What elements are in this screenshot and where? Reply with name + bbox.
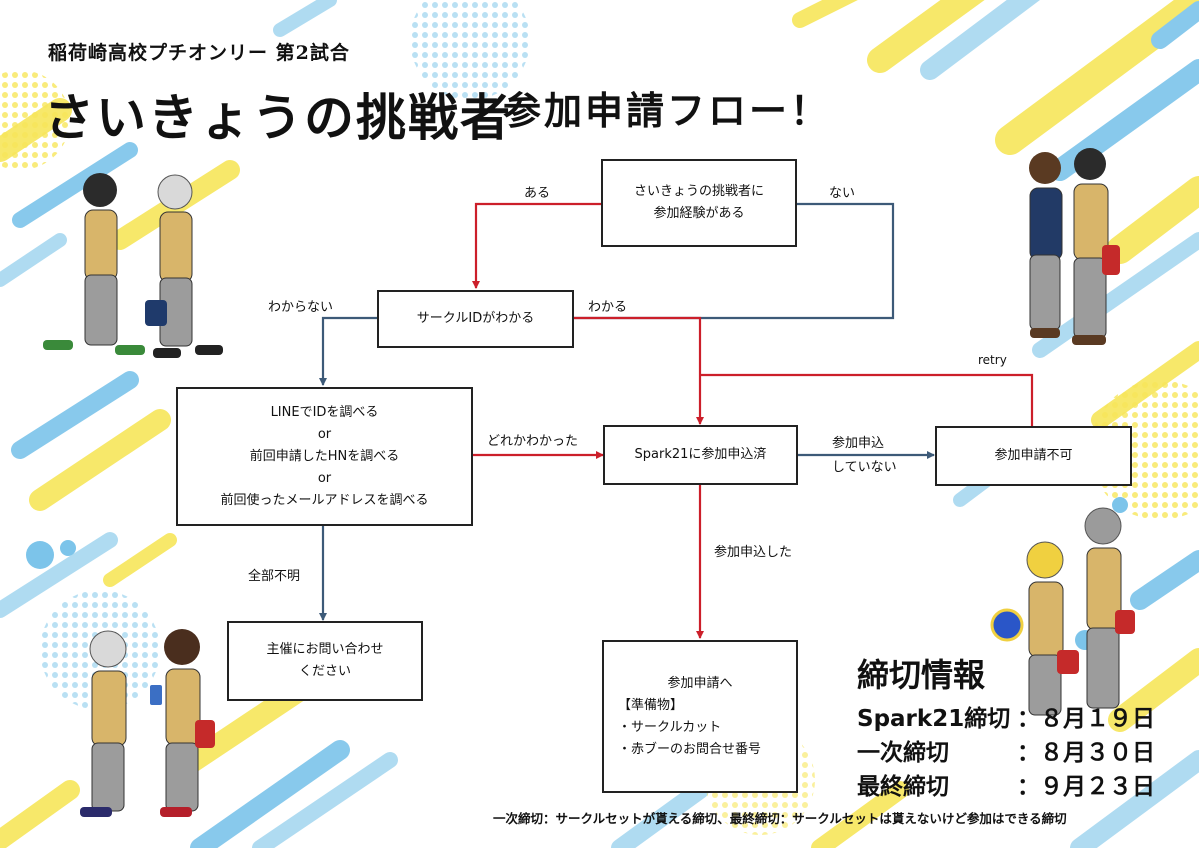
deadline-label: Spark21締切 <box>857 706 1011 732</box>
deadline-label: 一次締切 <box>857 740 949 766</box>
prep-heading: 【準備物】 <box>618 697 684 713</box>
edge-label-know: わかる <box>588 300 628 315</box>
node-text-line: さいきょうの挑戦者に <box>633 184 764 199</box>
deadline-title: 締切情報 <box>857 656 986 694</box>
flow-title: 参加申請フロー！ <box>503 89 832 133</box>
prep-item: ・赤ブーのお問合せ番号 <box>618 741 762 757</box>
edge-label-any-known: どれかわかった <box>487 434 579 449</box>
deadline-row: 一次締切 ：８月３０日 <box>857 733 1155 767</box>
edge-label-not-applied: 参加申込 していない <box>832 432 897 480</box>
deadline-footnote: 一次締切：サークルセットが貰える締切、最終締切：サークルセットは貰えないけど参加… <box>493 811 1067 826</box>
node-text-line: 主催にお問い合わせ <box>266 642 384 657</box>
arrow-retry <box>700 373 1034 426</box>
arrow-no <box>573 202 895 320</box>
prep-item: ・サークルカット <box>618 719 722 735</box>
characters-illustration-bottom-left <box>80 629 215 817</box>
node-application-not-allowed: 参加申請不可 <box>935 426 1132 486</box>
edge-label-line: 参加申込 <box>832 436 885 451</box>
arrow-know <box>573 316 704 425</box>
node-text-line: 前回使ったメールアドレスを調べる <box>220 492 429 508</box>
arrow-dont-know <box>319 316 378 386</box>
deadline-date: ：８月１９日 <box>1017 706 1155 732</box>
node-text-line: サークルIDがわかる <box>416 311 535 326</box>
event-subtitle: 稲荷崎高校プチオンリー 第2試合 <box>48 42 350 64</box>
characters-illustration-top-right <box>1029 148 1120 345</box>
node-text-line: 参加申請不可 <box>994 448 1073 463</box>
deadline-label: 最終締切 <box>857 774 949 800</box>
edge-label-line: していない <box>832 460 897 475</box>
characters-illustration-bottom-right <box>990 507 1135 716</box>
event-title: さいきょうの挑戦者 <box>44 88 512 147</box>
node-text-line: 参加経験がある <box>653 206 745 221</box>
node-lookup-methods: LINEでIDを調べる or 前回申請したHNを調べる or 前回使ったメールア… <box>176 387 473 526</box>
node-contact-organizer: 主催にお問い合わせ ください <box>227 621 423 701</box>
edge-label-applied: 参加申込した <box>714 545 793 560</box>
node-text-line: 前回申請したHNを調べる <box>249 448 400 464</box>
edge-label-dont-know: わからない <box>268 300 334 315</box>
characters-illustration-top-left <box>43 173 223 358</box>
node-proceed-to-application: 参加申請へ 【準備物】 ・サークルカット ・赤ブーのお問合せ番号 <box>602 640 798 793</box>
deadline-date: ：９月２３日 <box>1017 774 1155 800</box>
node-text-line: LINEでIDを調べる <box>270 404 379 420</box>
node-text-line: ください <box>298 664 351 679</box>
node-text-line: or <box>317 470 332 486</box>
deadline-row: 最終締切 ：９月２３日 <box>857 767 1155 801</box>
node-circle-id-known: サークルIDがわかる <box>377 290 574 348</box>
node-text-line: or <box>317 426 332 442</box>
node-participation-experience: さいきょうの挑戦者に 参加経験がある <box>601 159 797 247</box>
edge-label-all-unknown: 全部不明 <box>248 569 301 584</box>
node-text-line: Spark21に参加申込済 <box>634 447 767 462</box>
edge-label-no: ない <box>829 186 856 201</box>
deadline-date: ：８月３０日 <box>1017 740 1155 766</box>
edge-label-yes: ある <box>524 186 551 201</box>
node-spark21-applied: Spark21に参加申込済 <box>603 425 798 485</box>
deadline-row: Spark21締切：８月１９日 <box>857 699 1155 733</box>
edge-label-retry: retry <box>978 353 1007 367</box>
node-title: 参加申請へ <box>667 675 733 691</box>
arrow-yes <box>472 202 602 289</box>
